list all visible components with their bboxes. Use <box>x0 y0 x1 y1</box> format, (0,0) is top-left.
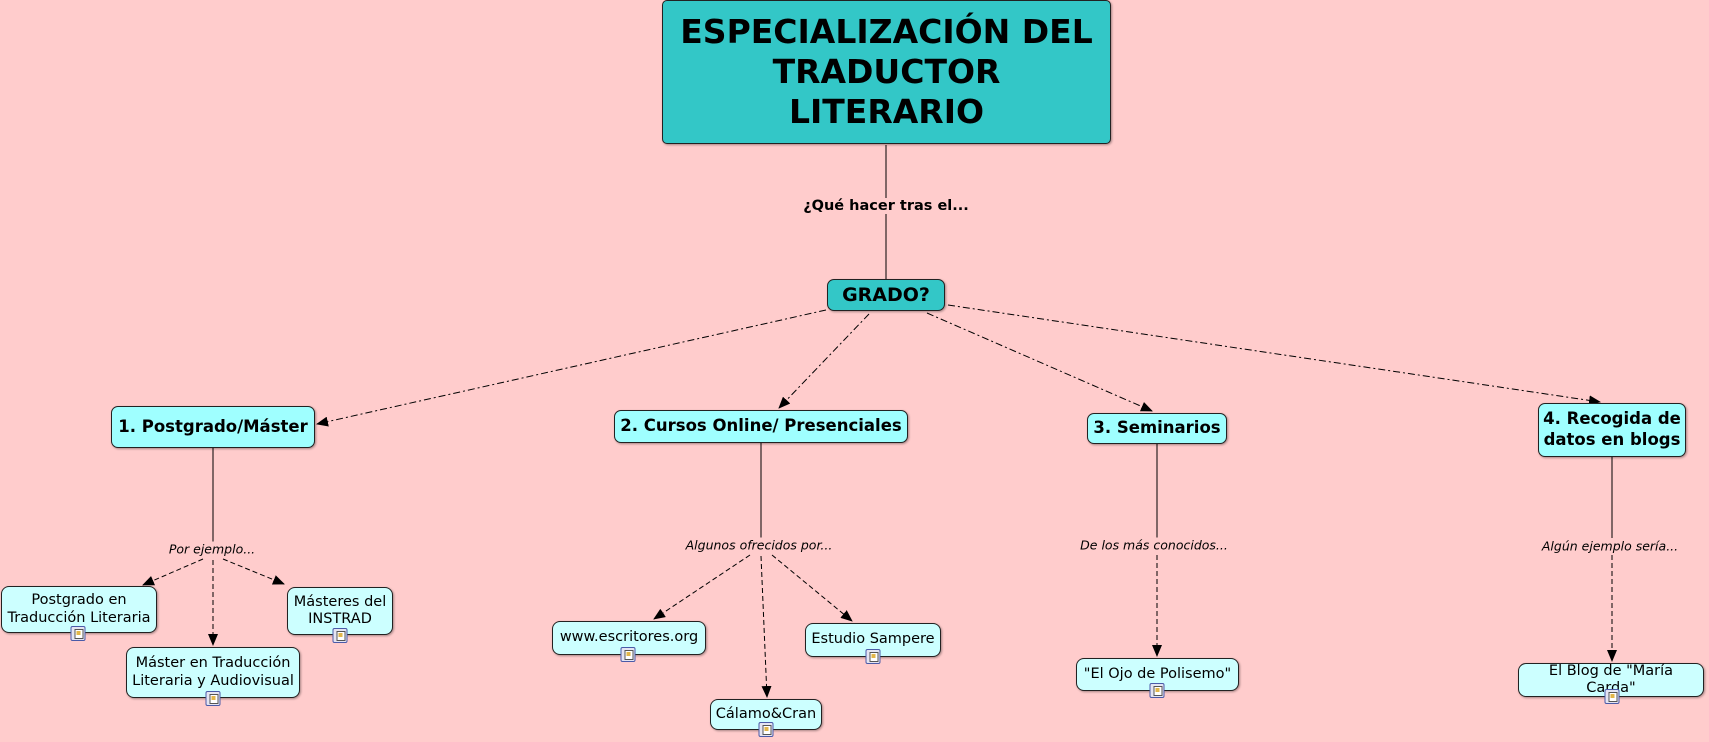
document-resource-icon[interactable] <box>865 649 881 664</box>
category-seminarios[interactable]: 3. Seminarios <box>1087 413 1227 444</box>
grado-concept[interactable]: GRADO? <box>827 279 945 311</box>
root-link-label: ¿Qué hacer tras el... <box>800 198 972 214</box>
category-label: 4. Recogida de datos en blogs <box>1543 409 1681 449</box>
category-cursos[interactable]: 2. Cursos Online/ Presenciales <box>614 410 908 443</box>
document-resource-icon[interactable] <box>332 628 348 643</box>
cat-4-link-label: Algún ejemplo sería... <box>1538 538 1682 554</box>
leaf-label: "El Ojo de Polisemo" <box>1083 665 1232 682</box>
leaf-label: Máster en Traducción Literaria y Audiovi… <box>132 655 294 689</box>
document-resource-icon[interactable] <box>205 691 221 706</box>
root-concept[interactable]: ESPECIALIZACIÓN DEL TRADUCTOR LITERARIO <box>662 0 1111 144</box>
leaf-label: Cálamo&Cran <box>715 705 817 722</box>
document-resource-icon[interactable] <box>758 722 774 737</box>
category-label: 3. Seminarios <box>1093 418 1221 438</box>
category-blogs[interactable]: 4. Recogida de datos en blogs <box>1538 403 1686 457</box>
leaf-label: Postgrado en Traducción Literaria <box>7 592 151 626</box>
cat-2-item-3-arrow <box>771 554 853 622</box>
grado-to-cat-1-line <box>316 309 827 427</box>
document-resource-icon[interactable] <box>1149 683 1165 698</box>
cat-1-item-1-arrow <box>142 558 204 586</box>
leaf-estudio-sampere[interactable]: Estudio Sampere <box>805 623 941 657</box>
grado-to-cat-4-line <box>947 304 1601 406</box>
leaf-label: Másteres del INSTRAD <box>293 593 387 627</box>
root-title: ESPECIALIZACIÓN DEL TRADUCTOR LITERARIO <box>680 11 1093 132</box>
leaf-label: www.escritores.org <box>559 629 699 646</box>
cat-3-link-label: De los más conocidos... <box>1077 537 1231 553</box>
leaf-ojo-de-polisemo[interactable]: "El Ojo de Polisemo" <box>1076 658 1239 691</box>
grado-to-cat-3-line <box>926 312 1153 412</box>
grado-label: GRADO? <box>842 284 930 306</box>
leaf-postgrado-traduccion-literaria[interactable]: Postgrado en Traducción Literaria <box>1 586 157 633</box>
category-label: 2. Cursos Online/ Presenciales <box>620 416 902 436</box>
cat-1-item-3-arrow <box>222 558 285 585</box>
cat-2-link-label: Algunos ofrecidos por... <box>682 537 836 553</box>
cat-2-item-1-arrow <box>653 554 751 620</box>
document-resource-icon[interactable] <box>1604 689 1620 704</box>
category-label: 1. Postgrado/Máster <box>118 416 308 436</box>
leaf-label: El Blog de "María Carda" <box>1548 662 1674 696</box>
category-postgrado-master[interactable]: 1. Postgrado/Máster <box>111 406 315 448</box>
leaf-label: Estudio Sampere <box>811 631 935 648</box>
cat-2-item-2-arrow <box>760 555 772 698</box>
grado-to-cat-2-line <box>778 313 870 409</box>
document-resource-icon[interactable] <box>70 626 86 641</box>
cat-1-link-label: Por ejemplo... <box>165 541 259 557</box>
leaf-masteres-instrad[interactable]: Másteres del INSTRAD <box>287 587 393 635</box>
document-resource-icon[interactable] <box>620 647 636 662</box>
